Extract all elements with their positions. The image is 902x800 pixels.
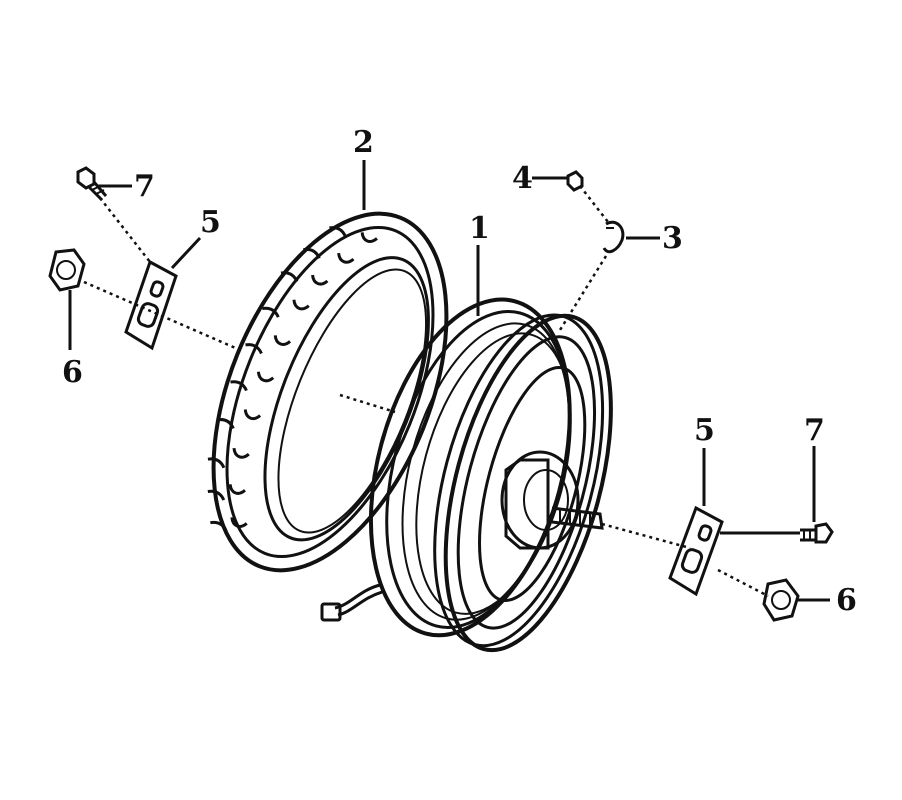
callout-6-left: 6 xyxy=(62,355,83,390)
callout-3: 3 xyxy=(662,221,683,256)
assembly-lines xyxy=(83,185,769,598)
axle-nut-icon xyxy=(762,578,800,622)
callout-5-right: 5 xyxy=(694,413,715,448)
callout-5-left: 5 xyxy=(200,205,221,240)
callout-labels: 1 2 3 4 5 5 6 6 7 7 xyxy=(62,125,857,618)
axle-plate-icon xyxy=(668,505,724,597)
callout-6-right: 6 xyxy=(836,583,857,618)
axle-plate-icon xyxy=(124,259,178,351)
leader-lines xyxy=(68,160,830,602)
bolt-icon xyxy=(800,522,834,544)
callout-7-left: 7 xyxy=(134,169,155,204)
wheel-rim-hub-motor-icon xyxy=(320,297,613,653)
cable-clamp-icon xyxy=(602,220,625,254)
small-nut-icon xyxy=(566,170,584,192)
callout-2: 2 xyxy=(353,125,374,160)
callout-1: 1 xyxy=(469,211,490,246)
callout-7-right: 7 xyxy=(804,413,825,448)
bolt-icon xyxy=(76,166,108,202)
callout-4: 4 xyxy=(512,161,533,196)
axle-nut-icon xyxy=(48,248,86,292)
